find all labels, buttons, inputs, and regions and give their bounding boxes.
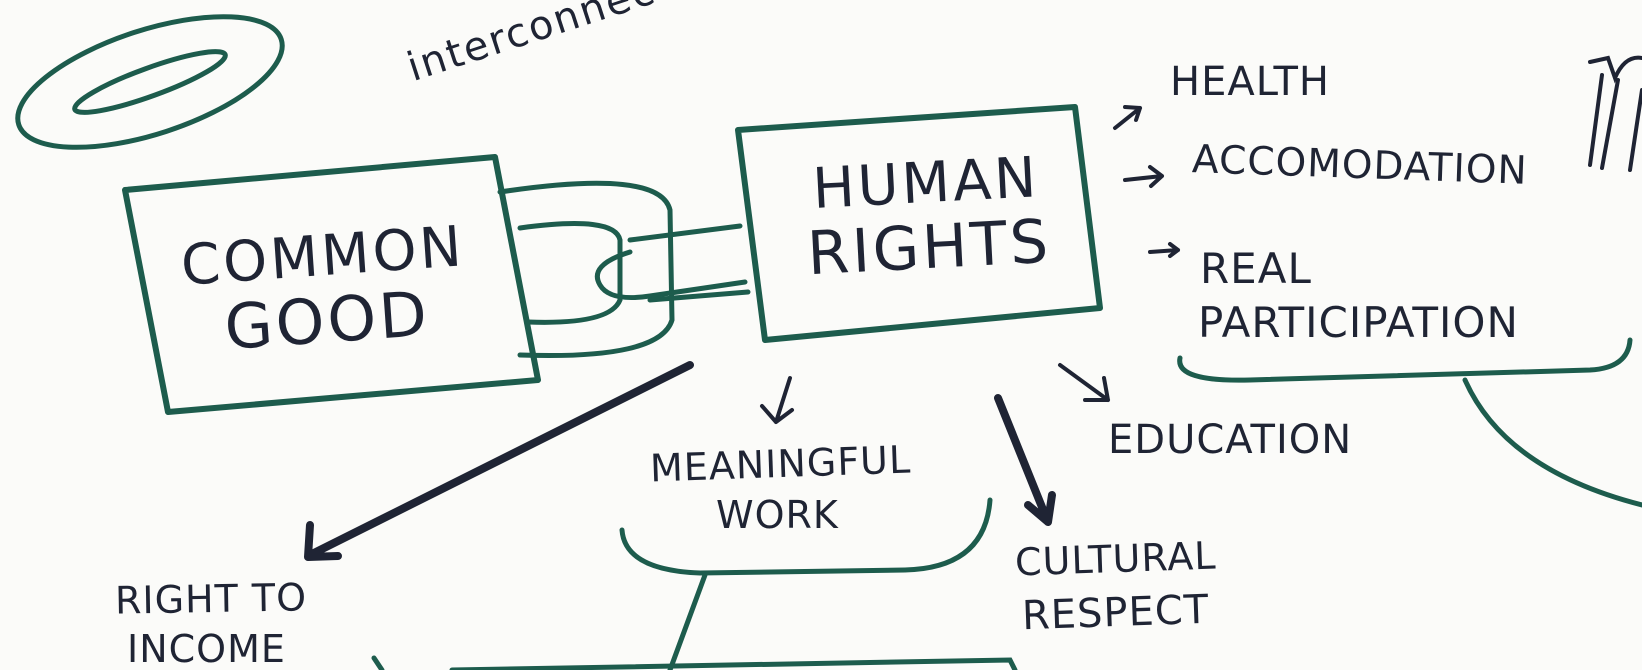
meaningful-work-label-line1: MEANINGFUL: [649, 437, 912, 491]
education-label: EDUCATION: [1108, 417, 1353, 463]
right-to-income-label-line1: RIGHT TO: [114, 575, 308, 623]
arrow-to-health-icon: [1113, 105, 1142, 130]
meaningful-work-label-line2: WORK: [716, 493, 839, 537]
common-good-label: COMMON GOOD: [178, 214, 467, 364]
arrow-to-right-to-income-icon: [304, 361, 694, 561]
arrow-to-accomodation-icon: [1123, 165, 1164, 188]
bottom-box-edge: [449, 657, 1018, 670]
health-label: HEALTH: [1170, 59, 1331, 105]
accomodation-label: ACCOMODATION: [1191, 137, 1529, 194]
cultural-respect-label-line2: RESPECT: [1021, 586, 1210, 640]
arrow-to-meaningful-work-icon: [760, 376, 794, 424]
chain-link-icon: [497, 180, 751, 359]
income-bracket: [371, 655, 385, 670]
halo-icon: [15, 14, 285, 150]
cultural-respect-label-line1: CULTURAL: [1014, 533, 1218, 585]
participation-connector: [1462, 377, 1642, 508]
human-rights-label: HUMAN RIGHTS: [805, 145, 1053, 290]
meaningful-work-connector: [667, 572, 708, 670]
right-to-income-label-line2: INCOME: [127, 627, 286, 670]
participation-bracket: [1177, 337, 1633, 383]
arrow-to-real-participation-icon: [1148, 242, 1180, 258]
arrow-to-cultural-respect-icon: [994, 394, 1056, 526]
meaningful-work-bracket: [619, 497, 993, 576]
arrow-to-education-icon: [1058, 363, 1110, 402]
human-rights-box: [735, 104, 1103, 343]
real-participation-label-line1: REAL: [1200, 244, 1312, 293]
common-good-box: [122, 154, 541, 415]
real-participation-label-line2: PARTICIPATION: [1198, 298, 1519, 347]
person-icon: [1588, 55, 1642, 172]
